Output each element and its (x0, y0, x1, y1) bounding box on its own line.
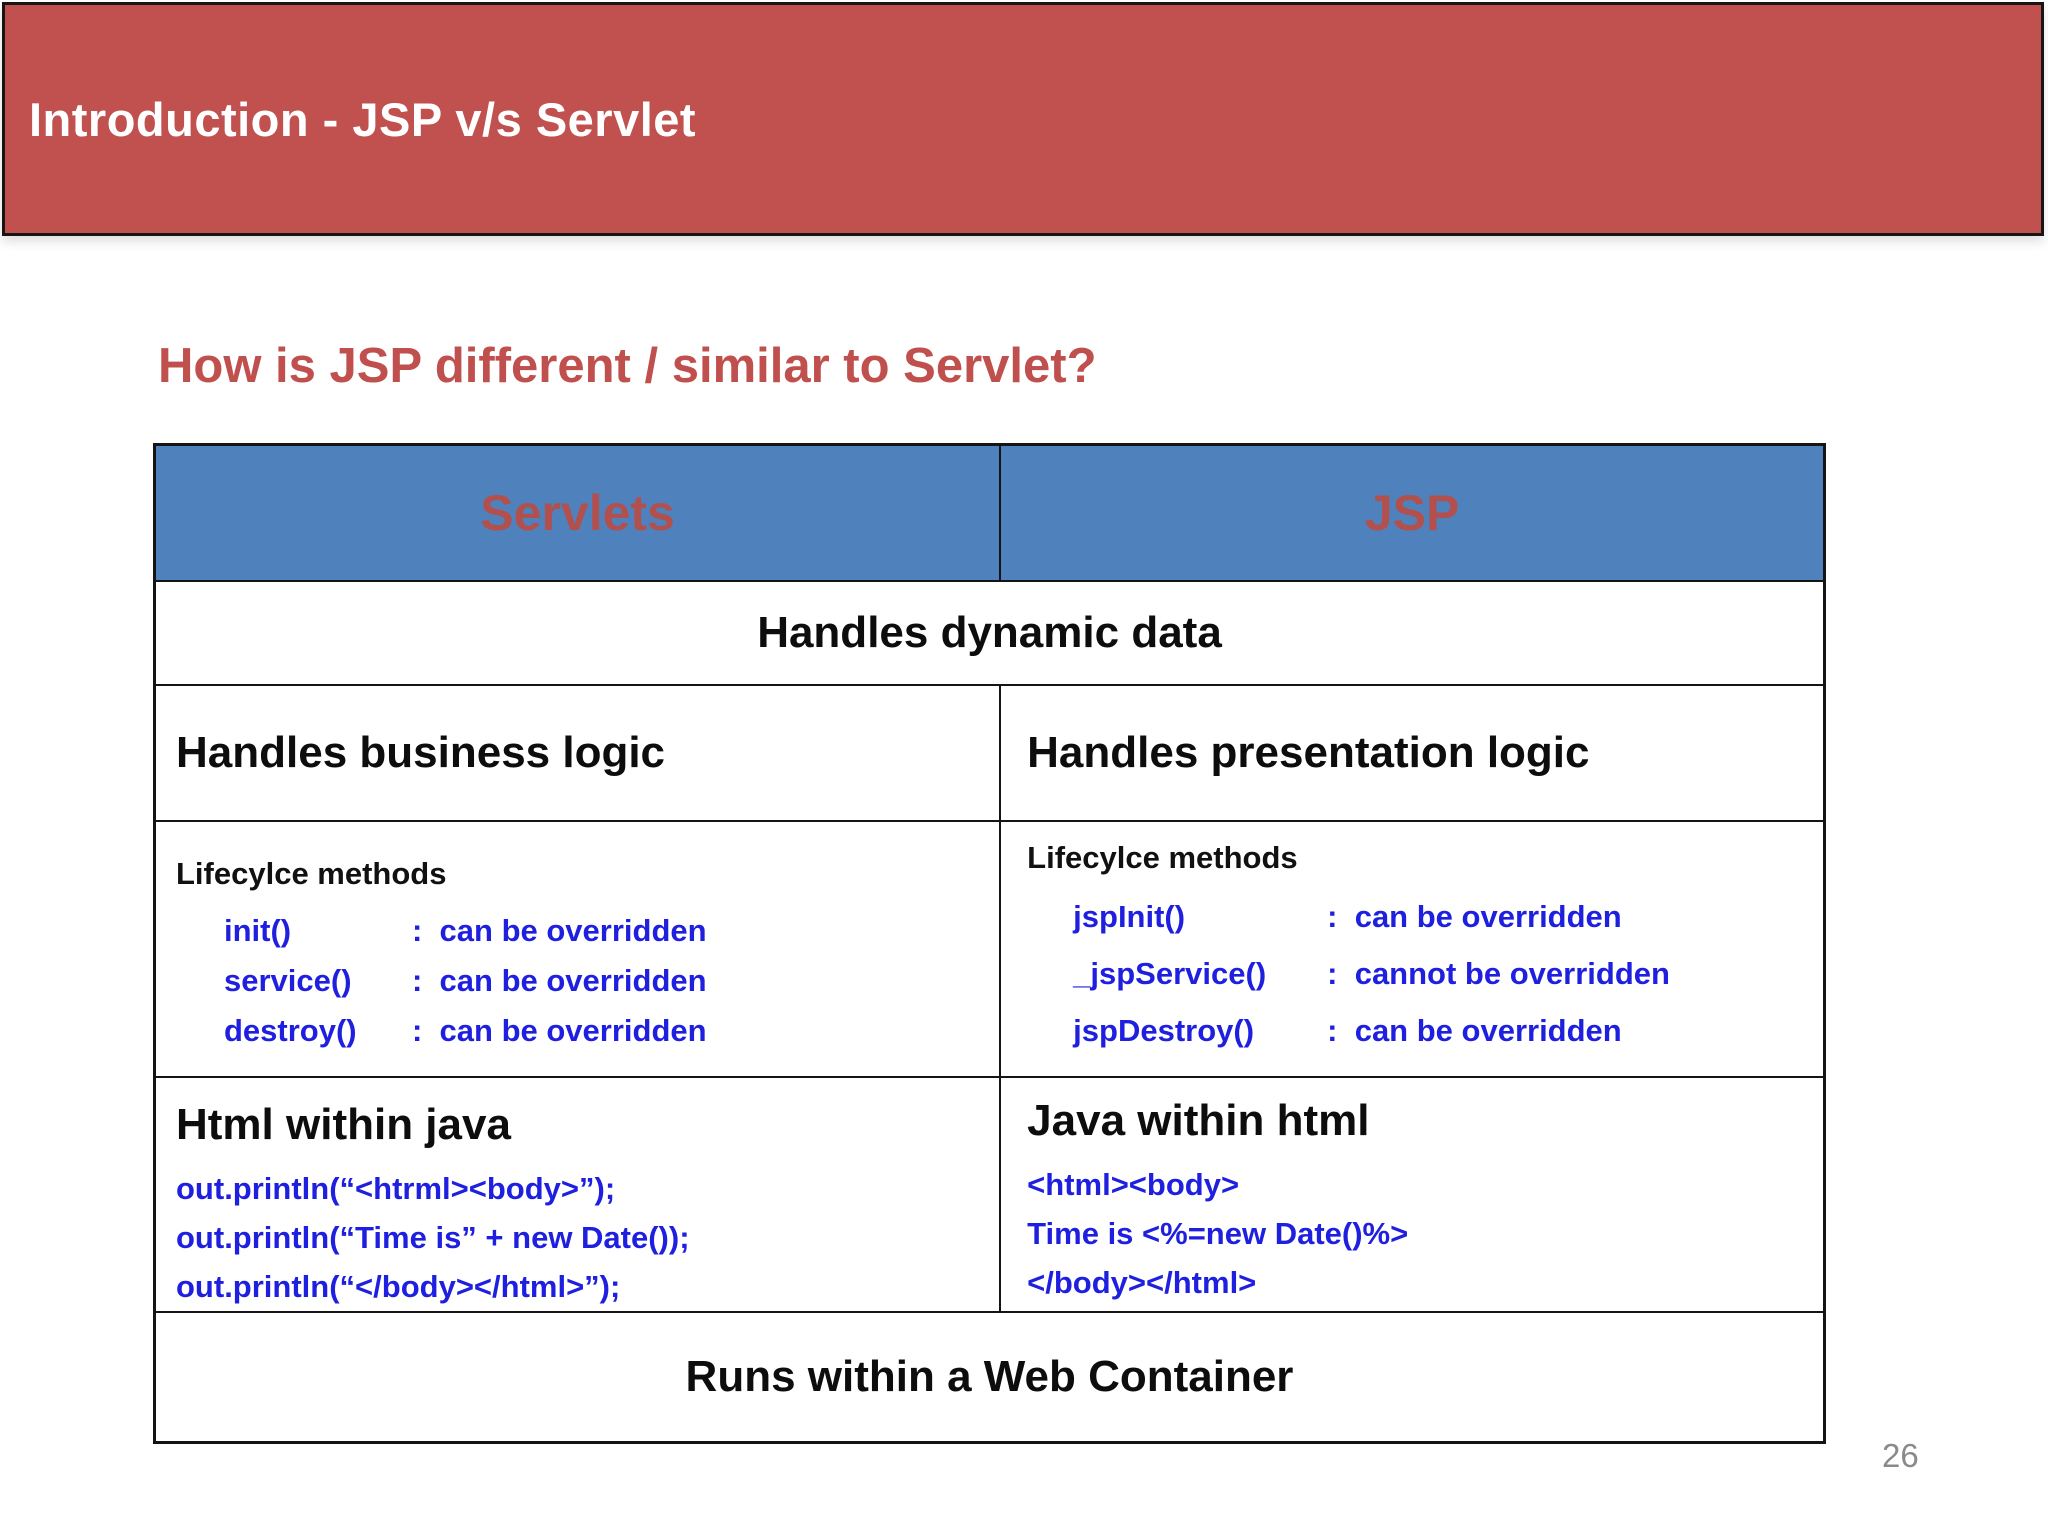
method-name: destroy() (224, 1013, 357, 1048)
method-note: : can be overridden (412, 1013, 707, 1048)
code-line: out.println(“Time is” + new Date()); (176, 1220, 690, 1255)
servlet-method-destroy: destroy() : can be overridden (224, 1006, 999, 1056)
cell-handles-dynamic-data: Handles dynamic data (156, 582, 1823, 686)
servlet-lifecycle-label: Lifecylce methods (176, 856, 447, 891)
method-name: _jspService() (1073, 956, 1267, 991)
jsp-method-jspservice: _jspService() : cannot be overridden (1073, 945, 1823, 1002)
table-header-jsp: JSP (1001, 446, 1823, 582)
method-name: init() (224, 913, 292, 948)
cell-html-within-java: Html within java out.println(“<htrml><bo… (156, 1078, 1002, 1313)
code-line: out.println(“<htrml><body>”); (176, 1171, 616, 1206)
method-name: jspDestroy() (1073, 1013, 1255, 1048)
business-logic-label: Handles business logic (176, 728, 666, 777)
code-line: <html><body> (1027, 1167, 1240, 1202)
table-header-servlets: Servlets (156, 446, 1002, 582)
web-container-label: Runs within a Web Container (685, 1352, 1294, 1401)
method-note: : can be overridden (412, 913, 707, 948)
page-number: 26 (1882, 1437, 1919, 1474)
cell-jsp-lifecycle: Lifecylce methods jspInit() : can be ove… (1001, 822, 1823, 1078)
cell-presentation-logic: Handles presentation logic (1001, 686, 1823, 822)
method-name: service() (224, 963, 352, 998)
code-line: </body></html> (1027, 1265, 1257, 1300)
code-line: Time is <%=new Date()%> (1027, 1216, 1409, 1251)
code-line: out.println(“</body></html>”); (176, 1269, 621, 1304)
servlet-method-service: service() : can be overridden (224, 956, 999, 1006)
method-name: jspInit() (1073, 899, 1186, 934)
cell-web-container: Runs within a Web Container (156, 1313, 1823, 1441)
jsp-method-jspdestroy: jspDestroy() : can be overridden (1073, 1002, 1823, 1059)
method-note: : can be overridden (1327, 1013, 1622, 1048)
slide-title-banner: Introduction - JSP v/s Servlet (2, 2, 2044, 236)
servlet-jsp-comparison-table: Servlets JSP Handles dynamic data Handle… (153, 443, 1826, 1444)
servlets-header-label: Servlets (480, 485, 675, 541)
java-within-html-title: Java within html (1027, 1096, 1370, 1145)
method-note: : cannot be overridden (1327, 956, 1670, 991)
servlet-method-init: init() : can be overridden (224, 906, 999, 956)
question-heading: How is JSP different / similar to Servle… (158, 339, 1097, 393)
method-note: : can be overridden (1327, 899, 1622, 934)
method-note: : can be overridden (412, 963, 707, 998)
cell-java-within-html: Java within html <html><body> Time is <%… (1001, 1078, 1823, 1313)
html-within-java-title: Html within java (176, 1100, 511, 1149)
slide-title: Introduction - JSP v/s Servlet (29, 92, 697, 146)
cell-business-logic: Handles business logic (156, 686, 1002, 822)
jsp-header-label: JSP (1364, 485, 1460, 541)
jsp-method-jspinit: jspInit() : can be overridden (1073, 888, 1823, 945)
dynamic-data-label: Handles dynamic data (757, 608, 1222, 657)
cell-servlet-lifecycle: Lifecylce methods init() : can be overri… (156, 822, 1002, 1078)
presentation-logic-label: Handles presentation logic (1027, 728, 1590, 777)
jsp-lifecycle-label: Lifecylce methods (1027, 840, 1298, 875)
